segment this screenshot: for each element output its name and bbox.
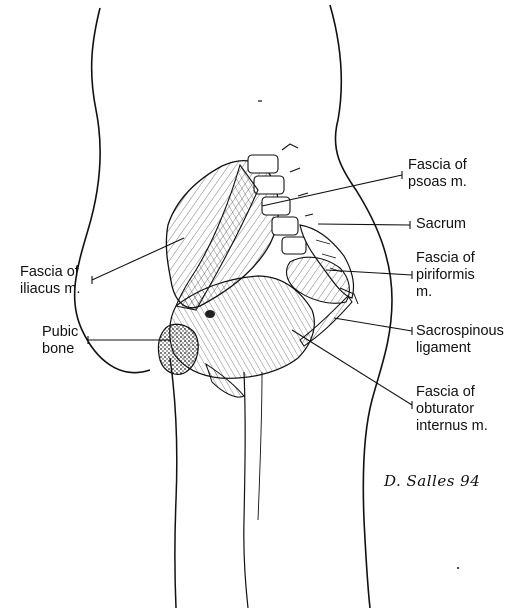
label-obturator-line1: Fascia of bbox=[416, 384, 488, 401]
label-sacrospinous-line2: ligament bbox=[416, 340, 504, 357]
thigh-outline-left bbox=[170, 358, 177, 608]
label-obturator-line2: obturator bbox=[416, 401, 488, 418]
label-obturator-fascia: Fascia of obturator internus m. bbox=[416, 384, 488, 435]
label-pubic-line1: Pubic bbox=[42, 324, 78, 341]
label-pubic-line2: bone bbox=[42, 341, 78, 358]
label-sacrum: Sacrum bbox=[416, 216, 466, 233]
label-obturator-line3: internus m. bbox=[416, 418, 488, 435]
label-psoas-line2: psoas m. bbox=[408, 174, 467, 191]
label-iliacus-line1: Fascia of bbox=[20, 264, 80, 281]
pubic-bone bbox=[158, 324, 198, 374]
label-pubic-bone: Pubic bone bbox=[42, 324, 78, 358]
artist-signature: D. Salles 94 bbox=[384, 472, 480, 490]
label-piriformis-line3: m. bbox=[416, 284, 475, 301]
label-psoas-fascia: Fascia of psoas m. bbox=[408, 157, 467, 191]
label-iliacus-line2: iliacus m. bbox=[20, 281, 80, 298]
body-outline-left bbox=[75, 8, 150, 373]
label-sacrospinous-ligament: Sacrospinous ligament bbox=[416, 323, 504, 357]
label-piriformis-line1: Fascia of bbox=[416, 250, 475, 267]
label-sacrospinous-line1: Sacrospinous bbox=[416, 323, 504, 340]
femur-shaft bbox=[244, 372, 248, 608]
label-iliacus-fascia: Fascia of iliacus m. bbox=[20, 264, 80, 298]
label-piriformis-line2: piriformis bbox=[416, 267, 475, 284]
label-sacrum-line1: Sacrum bbox=[416, 216, 466, 233]
label-piriformis-fascia: Fascia of piriformis m. bbox=[416, 250, 475, 301]
label-psoas-line1: Fascia of bbox=[408, 157, 467, 174]
